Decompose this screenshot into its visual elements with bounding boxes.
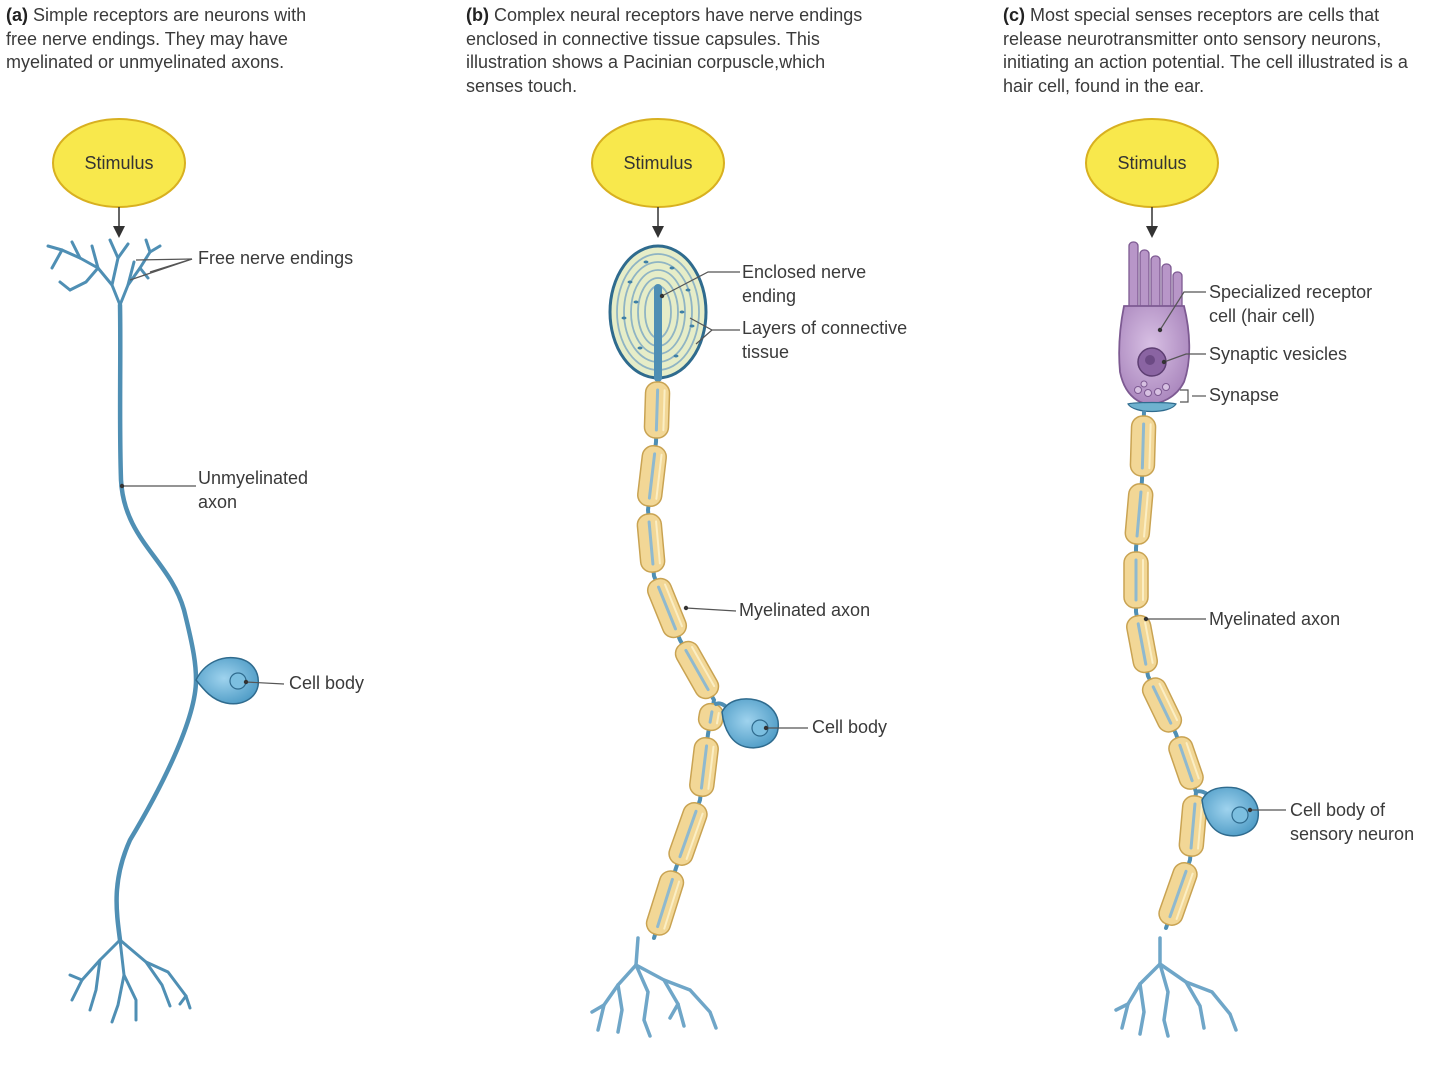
nucleus-a — [229, 672, 247, 690]
caption-panel-a: (a) Simple receptors are neurons with fr… — [6, 4, 336, 75]
neuron-a — [46, 238, 260, 1024]
label-enclosed-nerve-ending: Enclosed nerve ending — [742, 262, 867, 306]
unmyelinated-axon — [114, 302, 199, 943]
leader-lines — [122, 258, 1286, 811]
hair-cell-nucleolus — [1145, 355, 1155, 365]
label-myelinated-axon-b: Myelinated axon — [739, 600, 871, 620]
caption-panel-b: (b) Complex neural receptors have nerve … — [466, 4, 886, 98]
label-free-nerve-endings: Free nerve endings — [198, 248, 354, 268]
c-myelin-segment — [1168, 736, 1204, 790]
b-myelin-segment — [646, 577, 688, 639]
b-myelin-segment — [689, 737, 719, 797]
stimulus-label-b: Stimulus — [623, 153, 692, 173]
cell-body-c-group — [1194, 786, 1260, 837]
axon-terminals-c — [1114, 936, 1238, 1038]
c-myelin-segment — [1158, 862, 1198, 926]
b-myelin-segment — [674, 640, 720, 700]
label-myelinated-axon-c: Myelinated axon — [1209, 609, 1341, 629]
label-cell-body-a: Cell body — [289, 673, 365, 693]
cell-body-a — [195, 656, 260, 705]
label-connective-tissue-layers: Layers of connective tissue — [742, 318, 908, 362]
b-myelin-segment — [697, 702, 725, 732]
c-myelin-segment — [1129, 415, 1157, 477]
axon-terminals-a — [68, 938, 192, 1024]
hair-cell — [1118, 241, 1191, 413]
cell-body-c — [1201, 786, 1260, 837]
caption-panel-c: (c) Most special senses receptors are ce… — [1003, 4, 1440, 98]
c-myelin-segment — [1123, 551, 1149, 609]
label-cell-body-c: Cell body of sensory neuron — [1290, 800, 1415, 844]
cell-body-b — [721, 698, 780, 749]
b-myelin-segment — [645, 870, 685, 936]
c-myelin-segment — [1178, 795, 1208, 857]
stereocilia — [1128, 241, 1183, 313]
c-myelin-segment — [1124, 483, 1154, 545]
free-nerve-endings — [46, 238, 162, 307]
caption-text-b: Complex neural receptors have nerve endi… — [466, 5, 863, 96]
b-myelin-segment — [643, 381, 671, 439]
nucleus-c — [1231, 806, 1249, 824]
stimulus-label-a: Stimulus — [84, 153, 153, 173]
synaptic-vesicles — [1134, 380, 1170, 397]
stimulus-label-c: Stimulus — [1117, 153, 1186, 173]
b-myelin-segment — [636, 513, 666, 573]
panel-letter-b: (b) — [466, 5, 489, 25]
b-myelin-segment — [637, 445, 667, 507]
cell-body-b-group — [714, 698, 780, 749]
stimulus-c: Stimulus — [1085, 118, 1219, 208]
label-synaptic-vesicles: Synaptic vesicles — [1209, 344, 1348, 364]
c-myelin-segment — [1126, 614, 1158, 674]
stimulus-b: Stimulus — [591, 118, 725, 208]
label-specialized-receptor: Specialized receptor cell (hair cell) — [1209, 282, 1373, 326]
pacinian-corpuscle — [608, 244, 708, 382]
panel-letter-c: (c) — [1003, 5, 1025, 25]
caption-text-a: Simple receptors are neurons with free n… — [6, 5, 307, 72]
b-myelin-segment — [668, 802, 708, 866]
axon-terminals-b — [590, 936, 718, 1038]
myelinated-axon-b — [636, 376, 725, 940]
leader-dots — [119, 293, 1253, 813]
stimulus-a: Stimulus — [52, 118, 186, 208]
label-cell-body-b: Cell body — [812, 717, 888, 737]
label-unmyelinated-axon: Unmyelinated axon — [198, 468, 309, 512]
synapse-terminal — [1127, 401, 1177, 413]
label-synapse: Synapse — [1209, 385, 1280, 405]
caption-text-c: Most special senses receptors are cells … — [1003, 5, 1408, 96]
panel-letter-a: (a) — [6, 5, 28, 25]
myelinated-axon-c — [1123, 410, 1208, 930]
c-myelin-segment — [1141, 677, 1183, 733]
capsule-nuclei — [621, 260, 695, 358]
